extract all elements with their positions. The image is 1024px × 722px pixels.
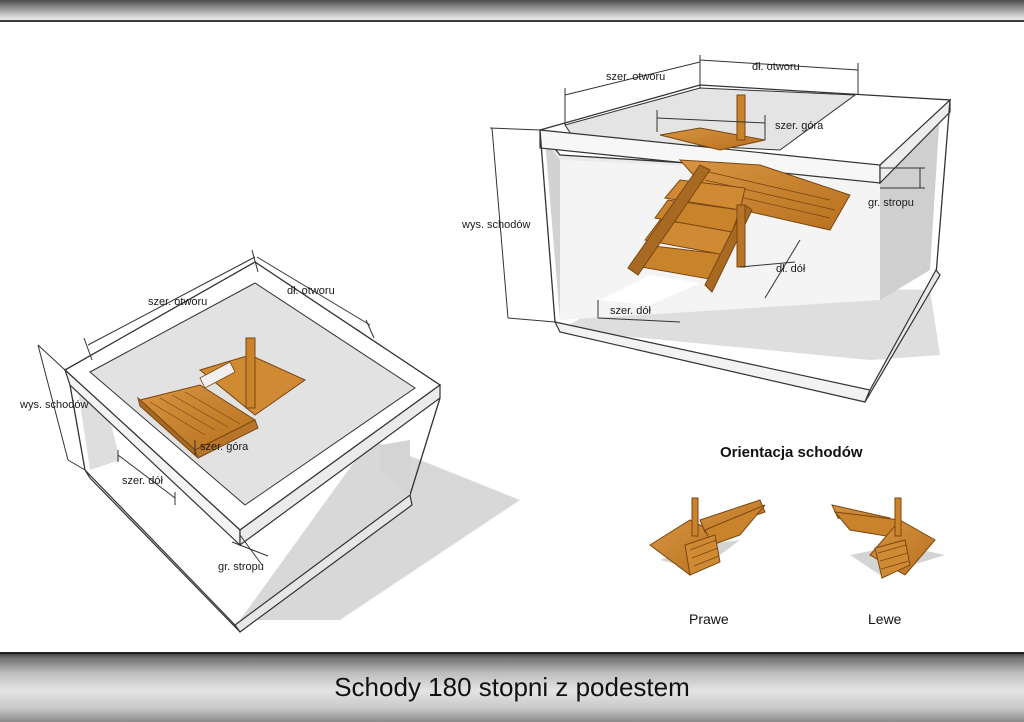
left-stair-view: szer. otworu dł. otworu wys. schodów sze… <box>19 249 520 633</box>
bottom-title-bar: Schody 180 stopni z podestem <box>0 652 1024 722</box>
orientation-section: Orientacja schodów Prawe Lewe <box>649 444 945 627</box>
left-label-wys-schodow: wys. schodów <box>19 399 89 411</box>
left-label-szer-dol: szer. dół <box>122 475 164 487</box>
orientation-right-icon <box>649 497 766 576</box>
right-label-dl-dol: dł. dół <box>776 263 806 275</box>
right-label-szer-dol: szer. dół <box>610 305 652 317</box>
left-label-gr-stropu: gr. stropu <box>218 561 264 573</box>
right-staircase <box>627 94 851 293</box>
left-label-szer-gora: szer. góra <box>200 441 249 453</box>
orientation-left-icon <box>831 497 945 579</box>
orientation-right-label: Prawe <box>689 611 729 627</box>
right-label-gr-stropu: gr. stropu <box>868 197 914 209</box>
right-label-szer-otworu: szer. otworu <box>606 71 665 83</box>
page-title: Schody 180 stopni z podestem <box>334 672 690 702</box>
right-dimension-lines <box>489 55 925 323</box>
orientation-left-label: Lewe <box>868 611 902 627</box>
right-stair-view: szer. otworu dł. otworu szer. góra wys. … <box>461 55 952 403</box>
right-label-wys-schodow: wys. schodów <box>461 219 531 231</box>
left-staircase <box>137 337 307 459</box>
orientation-title: Orientacja schodów <box>720 444 863 461</box>
left-label-szer-otworu: szer. otworu <box>148 296 207 308</box>
top-decorative-bar <box>0 0 1024 22</box>
left-dimension-lines <box>37 249 375 566</box>
right-label-szer-gora: szer. góra <box>775 120 824 132</box>
right-label-dl-otworu: dł. otworu <box>752 61 800 73</box>
left-label-dl-otworu: dł. otworu <box>287 285 335 297</box>
